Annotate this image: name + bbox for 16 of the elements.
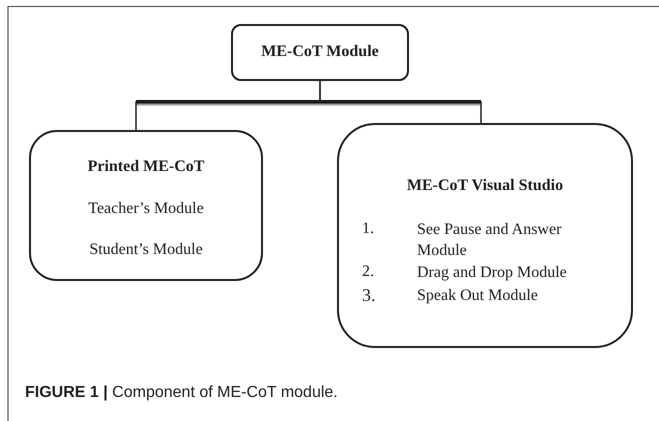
box-text: Teacher’s Module — [87, 200, 205, 218]
box-heading: Printed ME-CoT — [86, 158, 206, 176]
box-text: Student’s Module — [88, 241, 204, 259]
connector-line — [319, 81, 482, 123]
rounded-box — [29, 130, 263, 281]
list-number: 1. — [362, 220, 374, 238]
list-number: 3. — [362, 286, 376, 304]
rounded-box — [231, 24, 409, 81]
figure-caption: FIGURE 1 | Component of ME-CoT module. — [25, 384, 338, 402]
rounded-box — [337, 123, 633, 348]
box-heading: ME-CoT Visual Studio — [406, 177, 564, 195]
list-item: Drag and Drop Module — [417, 263, 568, 283]
list-item: See Pause and Answer Module — [417, 220, 562, 261]
list-number: 2. — [362, 263, 374, 281]
box-heading: ME-CoT Module — [260, 43, 380, 61]
list-item: Speak Out Module — [417, 286, 539, 306]
